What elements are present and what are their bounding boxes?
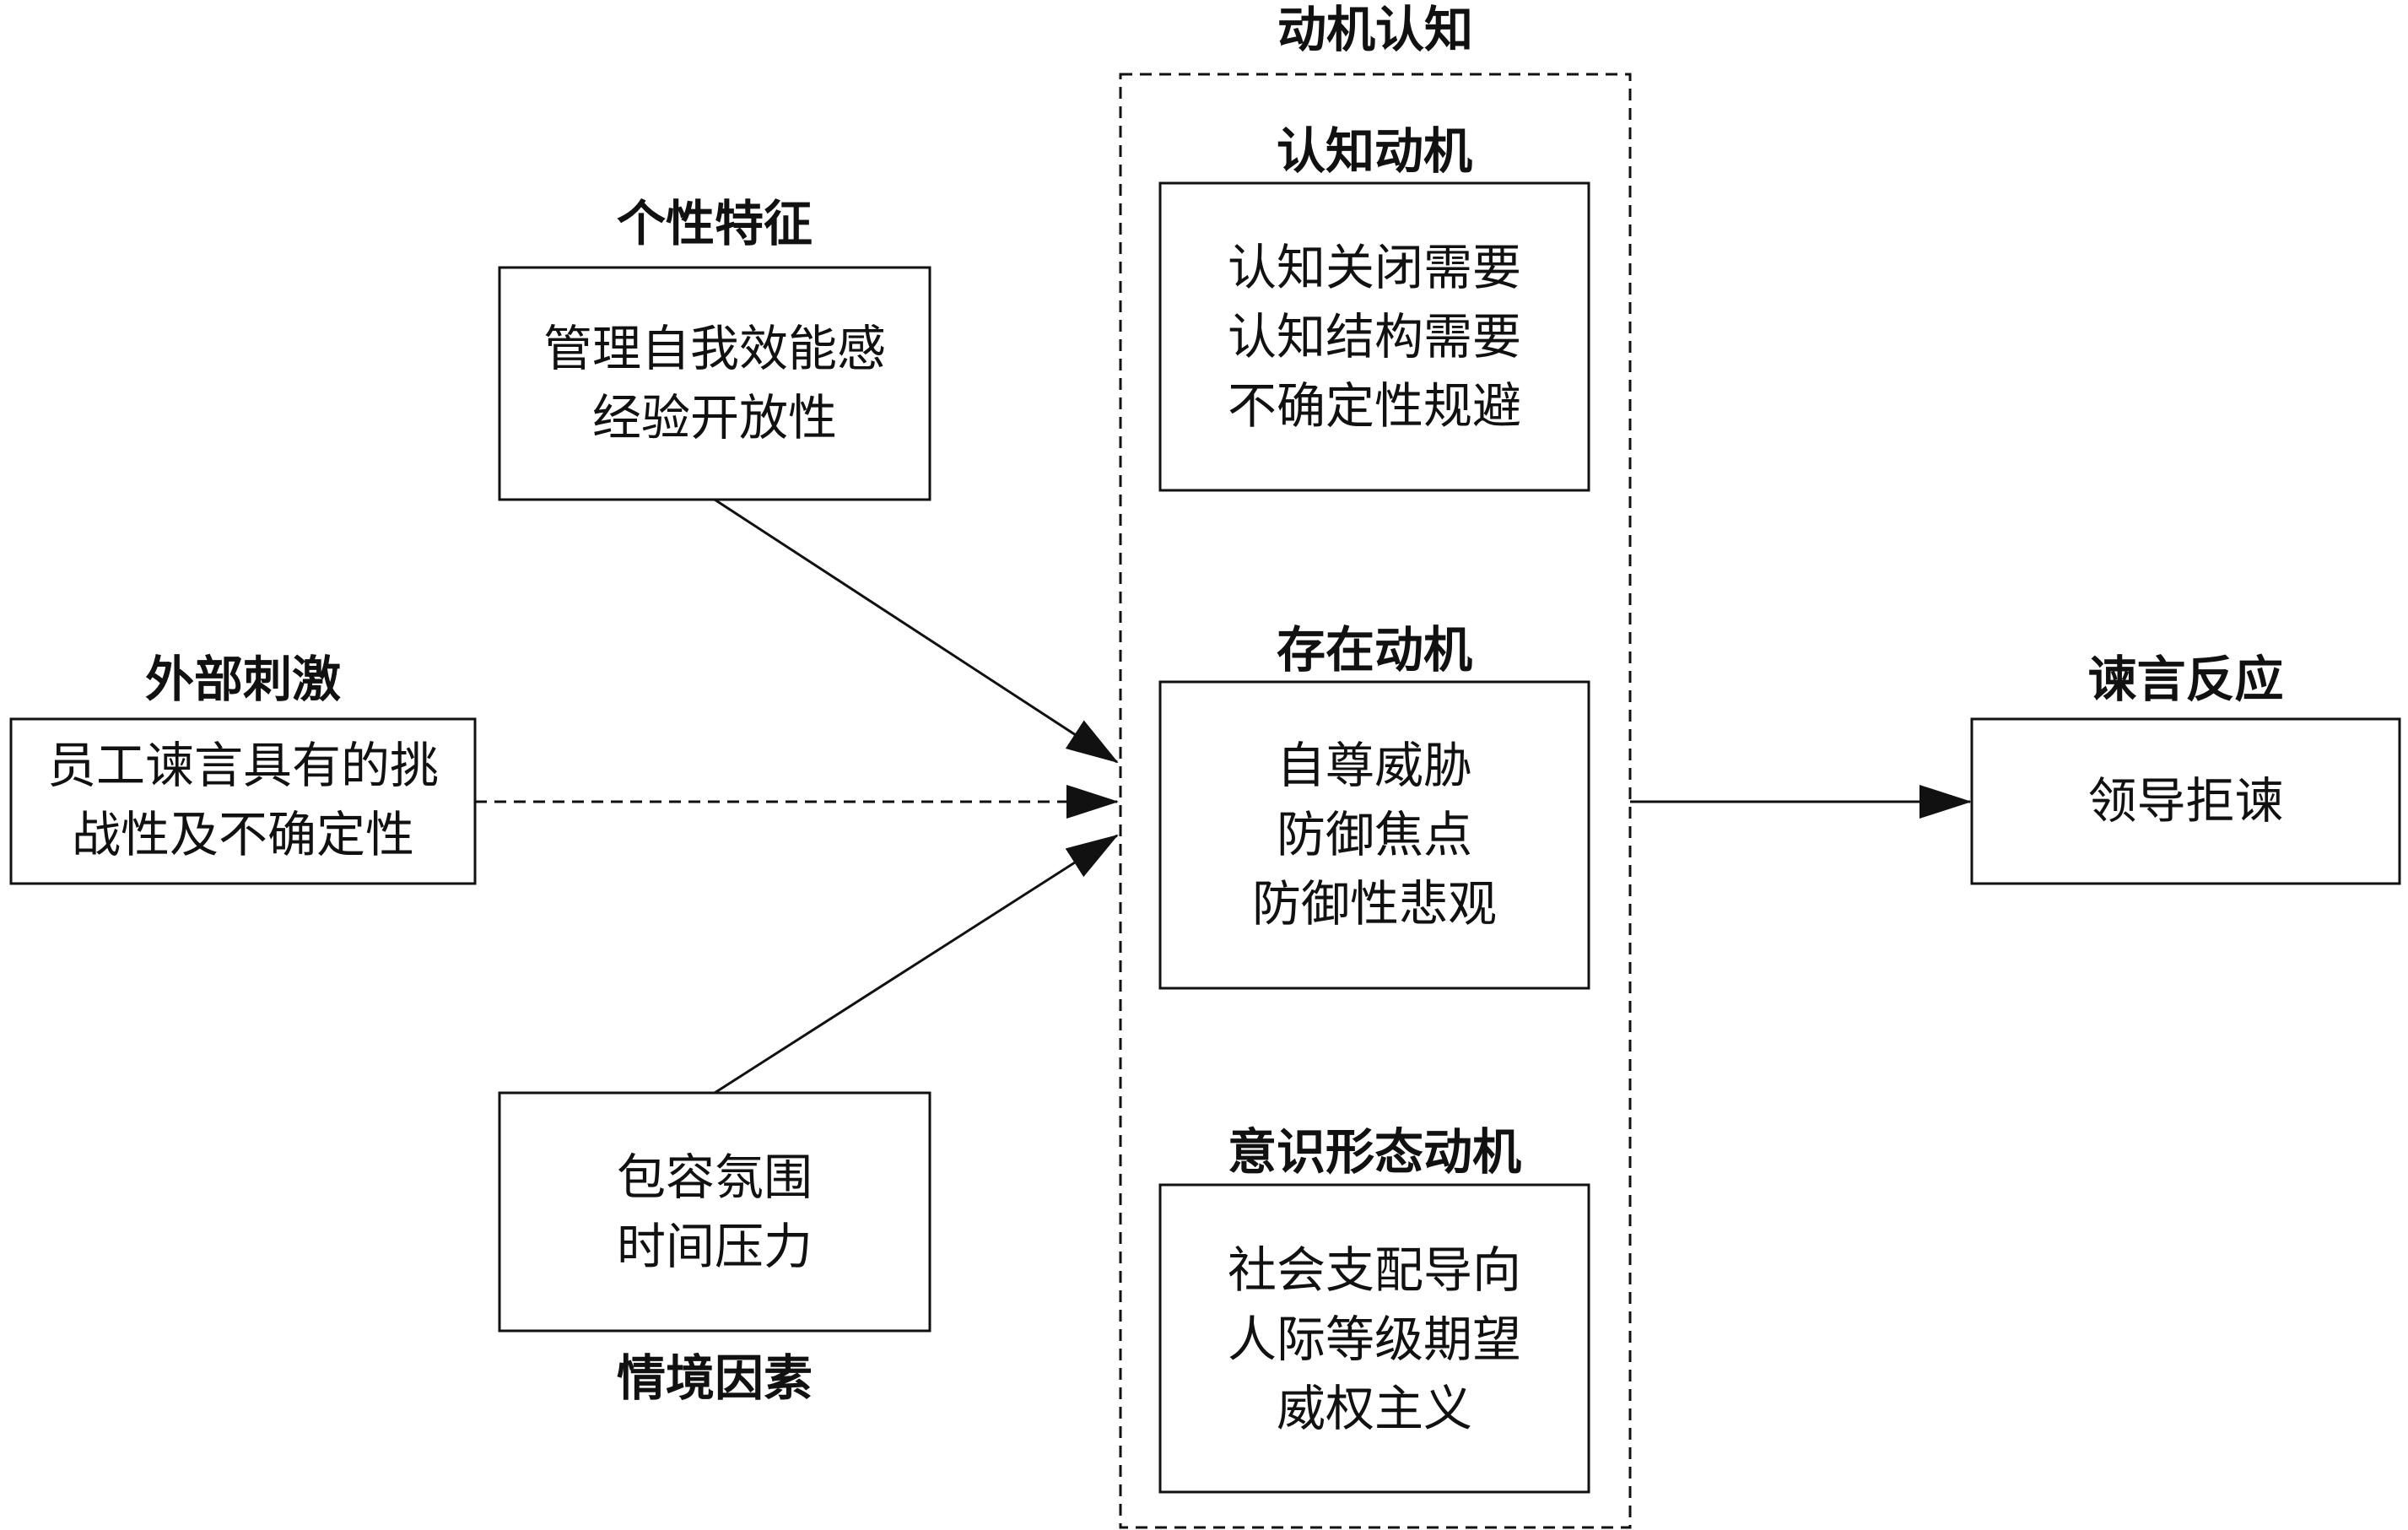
ideological-motivation-heading: 意识形态动机 xyxy=(1227,1123,1521,1181)
voice-response-text: 领导拒谏 xyxy=(2087,772,2284,830)
voice-response-heading: 谏言反应 xyxy=(2087,651,2284,708)
situational-box xyxy=(498,1091,931,1333)
existential-motivation-text: 自尊威胁 防御焦点 防御性悲观 xyxy=(1251,737,1497,933)
cognitive-motivation-heading: 认知动机 xyxy=(1276,122,1472,180)
personality-text: 管理自我效能感 经验开放性 xyxy=(543,320,886,446)
motivation-cognition-group xyxy=(1119,73,1632,1529)
existential-motivation-box xyxy=(1158,680,1590,990)
existential-motivation-heading: 存在动机 xyxy=(1276,621,1472,678)
ideological-motivation-box xyxy=(1158,1183,1590,1494)
personality-heading: 个性特征 xyxy=(616,195,813,252)
personality-box xyxy=(498,266,931,501)
situational-heading: 情境因素 xyxy=(616,1349,813,1407)
external-stimulus-box xyxy=(9,717,477,885)
external-stimulus-text: 员工谏言具有的挑 战性及不确定性 xyxy=(46,737,439,863)
external-stimulus-heading: 外部刺激 xyxy=(144,651,341,708)
ideological-motivation-text: 社会支配导向 人际等级期望 威权主义 xyxy=(1227,1241,1521,1437)
arrow-personality-to-motivation xyxy=(714,498,1119,764)
voice-response-box xyxy=(1970,717,2401,885)
arrow-situational-to-motivation xyxy=(714,834,1119,1095)
situational-text: 包容氛围 时间压力 xyxy=(616,1149,813,1275)
cognitive-motivation-box xyxy=(1158,181,1590,492)
cognitive-motivation-text: 认知关闭需要 认知结构需要 不确定性规避 xyxy=(1227,239,1521,435)
motivation-cognition-heading: 动机认知 xyxy=(1277,1,1473,58)
